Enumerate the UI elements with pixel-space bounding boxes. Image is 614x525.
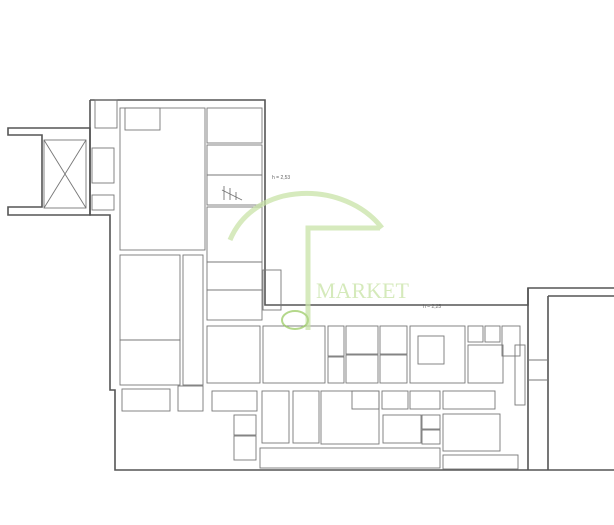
height-note-2: h = 2,25 [423,304,442,310]
right-building [527,288,614,470]
market-watermark: MARKET [227,190,409,330]
watermark-text: MARKET [316,278,409,303]
left-stair-block [7,127,91,216]
main-building [89,99,614,471]
height-note-1: h = 2,53 [272,175,291,181]
